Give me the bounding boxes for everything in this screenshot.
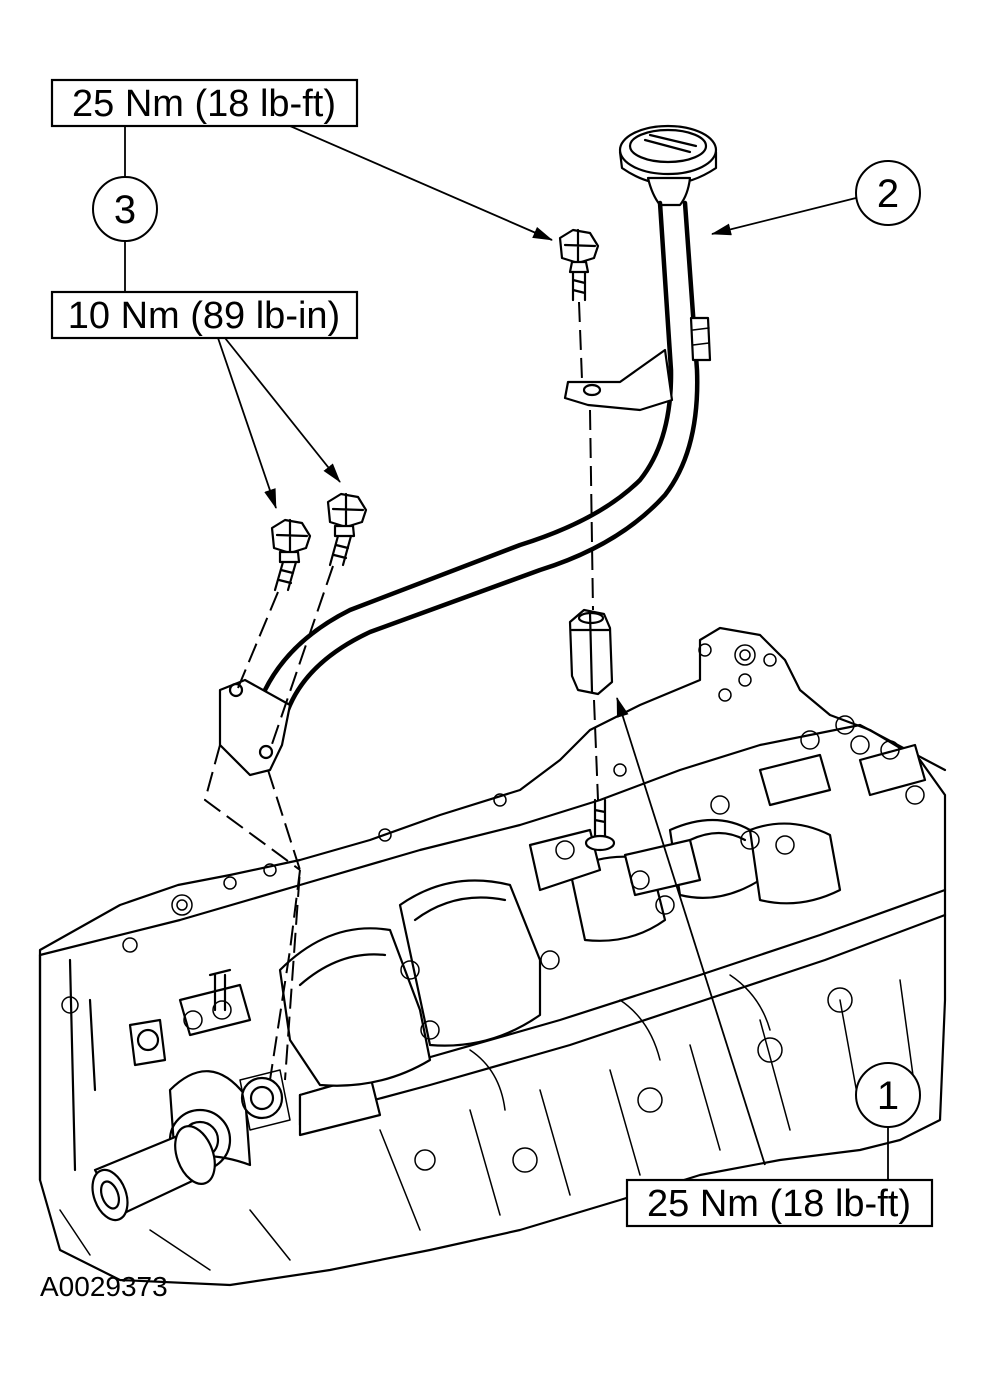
svg-text:10 Nm (89 lb-in): 10 Nm (89 lb-in) <box>68 295 340 337</box>
callout-1: 1 <box>855 1062 921 1180</box>
bracket-bolt <box>558 228 600 302</box>
engine-block <box>38 626 947 1287</box>
svg-text:25 Nm (18 lb-ft): 25 Nm (18 lb-ft) <box>72 83 336 125</box>
alignment-lines <box>203 301 599 1081</box>
svg-text:1: 1 <box>877 1074 899 1118</box>
torque-label-top: 25 Nm (18 lb-ft) <box>50 78 359 128</box>
oil-level-indicator-tube <box>218 124 718 777</box>
block-stud <box>584 798 616 852</box>
torque-label-middle: 10 Nm (89 lb-in) <box>50 290 359 340</box>
svg-text:25 Nm (18 lb-ft): 25 Nm (18 lb-ft) <box>647 1183 911 1225</box>
tube-bolt-right <box>326 492 368 567</box>
figure-id: A0029373 <box>40 1271 168 1302</box>
callout-2: 2 <box>855 160 921 226</box>
svg-text:3: 3 <box>114 188 136 232</box>
tube-bolt-left <box>270 518 312 592</box>
svg-text:2: 2 <box>877 172 899 216</box>
callout-3: 3 <box>92 126 158 292</box>
stud-spacer <box>568 608 614 696</box>
leader-arrows <box>217 125 857 1166</box>
torque-label-bottom-right: 25 Nm (18 lb-ft) <box>625 1178 934 1228</box>
